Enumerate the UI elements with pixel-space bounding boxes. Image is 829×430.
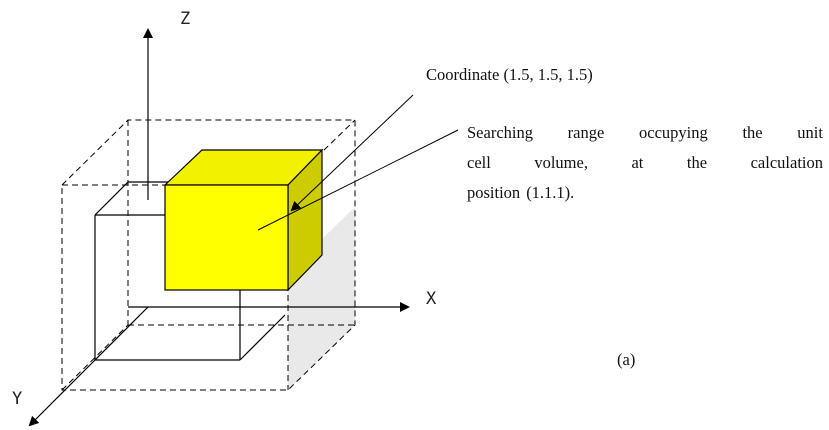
annotation-line-2: cell volume, at the calculation: [467, 153, 823, 172]
coordinate-leader: [290, 94, 414, 212]
leader-lines: [257, 94, 459, 231]
coordinate-annotation: Coordinate (1.5, 1.5, 1.5): [426, 65, 593, 84]
searching-range-leader: [257, 129, 459, 231]
searching-range-annotation: Searching range occupying the unit cell …: [467, 124, 823, 214]
z-axis-label: Z: [180, 9, 190, 29]
highlighted-cube: [163, 148, 324, 292]
shaded-side-face: [288, 207, 355, 390]
panel-label: (a): [617, 350, 636, 369]
coordinate-axes: [28, 28, 410, 427]
y-axis-label: Y: [12, 389, 22, 409]
y-axis: [28, 306, 149, 427]
annotation-line-1: Searching range occupying the unit: [467, 123, 823, 142]
x-axis-label: X: [426, 289, 437, 309]
highlighted-cube-front: [164, 184, 289, 291]
annotation-line-3: position (1.1.1).: [467, 183, 575, 202]
